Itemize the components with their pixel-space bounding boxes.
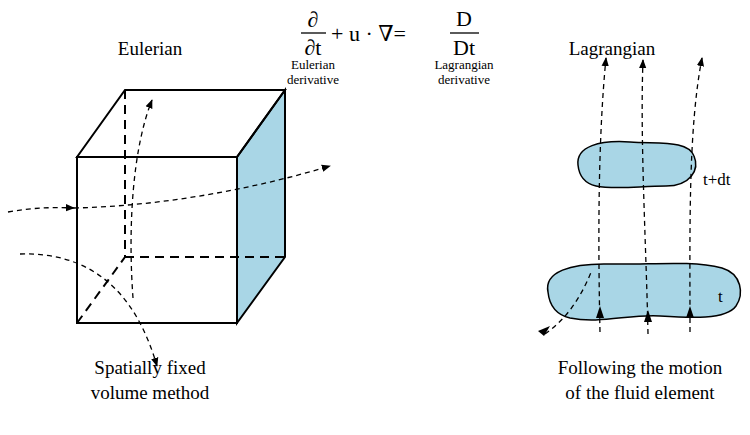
fluid-element (548, 142, 741, 320)
term-caption: Eulerian derivative (277, 58, 349, 88)
cube-hidden-edges (77, 90, 285, 323)
flow-path (74, 166, 330, 208)
fraction-bar (450, 32, 479, 33)
flow-path (8, 208, 74, 212)
time-label: t (718, 287, 723, 307)
panel-caption: Spatially fixed volume method (75, 356, 225, 405)
equation-term: ∂ (308, 7, 319, 32)
panel-heading: Lagrangian (542, 38, 682, 60)
panel-caption: Following the motion of the fluid elemen… (551, 356, 729, 405)
pathlines (545, 58, 702, 334)
equation-term: ∂t (305, 35, 322, 60)
flow-path (20, 254, 157, 366)
pathline (690, 58, 702, 332)
fluid-element-t (548, 263, 741, 320)
term-caption: Lagrangian derivative (428, 58, 500, 88)
pathline (545, 270, 592, 334)
pathline (599, 58, 606, 332)
control-volume-cube (77, 90, 285, 323)
cube-front-face (77, 157, 237, 323)
equation-term: + u · ∇= (331, 21, 406, 46)
time-label: t+dt (703, 170, 731, 190)
equation-term: Dt (453, 35, 475, 60)
pathline (642, 60, 648, 334)
panel-heading: Eulerian (80, 38, 220, 60)
flow-path (131, 100, 152, 298)
fraction-bar (301, 32, 326, 33)
cube-top-face (77, 90, 285, 157)
pathline-arrowheads (538, 306, 694, 336)
equation-term: D (456, 6, 472, 31)
flow-path-lines (8, 100, 330, 366)
fluid-element-t-dt (578, 142, 696, 188)
